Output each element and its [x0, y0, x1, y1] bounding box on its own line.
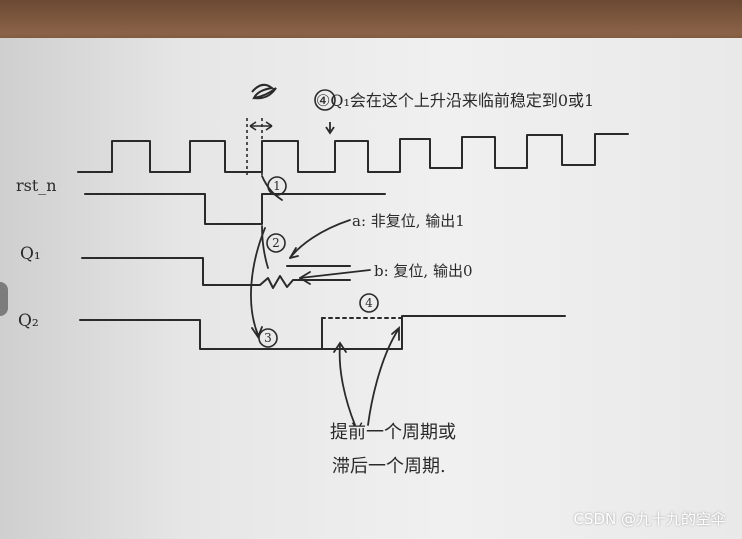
bottom-note-line2: 滞后一个周期.: [332, 456, 446, 477]
paper-sheet: [0, 38, 742, 539]
clock-waveform: [77, 133, 629, 173]
arrow-1: [261, 175, 283, 201]
arrow-bottom-left: [338, 344, 356, 426]
circled-four-top-marker: [314, 89, 336, 111]
q2-waveform: [79, 315, 566, 350]
q1-waveform: [81, 257, 351, 289]
num-one: 1: [273, 179, 281, 193]
scribble-mark: [251, 83, 277, 100]
csdn-watermark: CSDN @九十九的空伞: [573, 510, 726, 528]
circled-four-q2-marker: [359, 293, 379, 313]
side-handle: [0, 282, 8, 316]
rst-label: rst_n: [16, 176, 57, 195]
circled-three-marker: [258, 328, 278, 348]
num-four-q2: 4: [365, 296, 373, 310]
arrow-3: [250, 227, 266, 336]
arrow-b: [299, 269, 371, 279]
q2-label: Q₂: [18, 311, 39, 331]
note-b: b: 复位, 输出0: [374, 262, 473, 280]
arrow-a: [289, 219, 351, 259]
circled-one-marker: [267, 176, 287, 196]
rst-waveform: [84, 193, 386, 225]
arrow-bottom-right: [367, 329, 399, 426]
bottom-note-line1: 提前一个周期或: [330, 422, 456, 443]
arrow-2: [261, 225, 269, 269]
top-note: ④Q₁会在这个上升沿来临前稳定到0或1: [316, 91, 594, 110]
num-three: 3: [264, 331, 272, 345]
circled-two-marker: [266, 233, 286, 253]
num-two: 2: [272, 236, 280, 250]
note-a: a: 非复位, 输出1: [352, 212, 465, 230]
q1-label: Q₁: [20, 244, 41, 264]
